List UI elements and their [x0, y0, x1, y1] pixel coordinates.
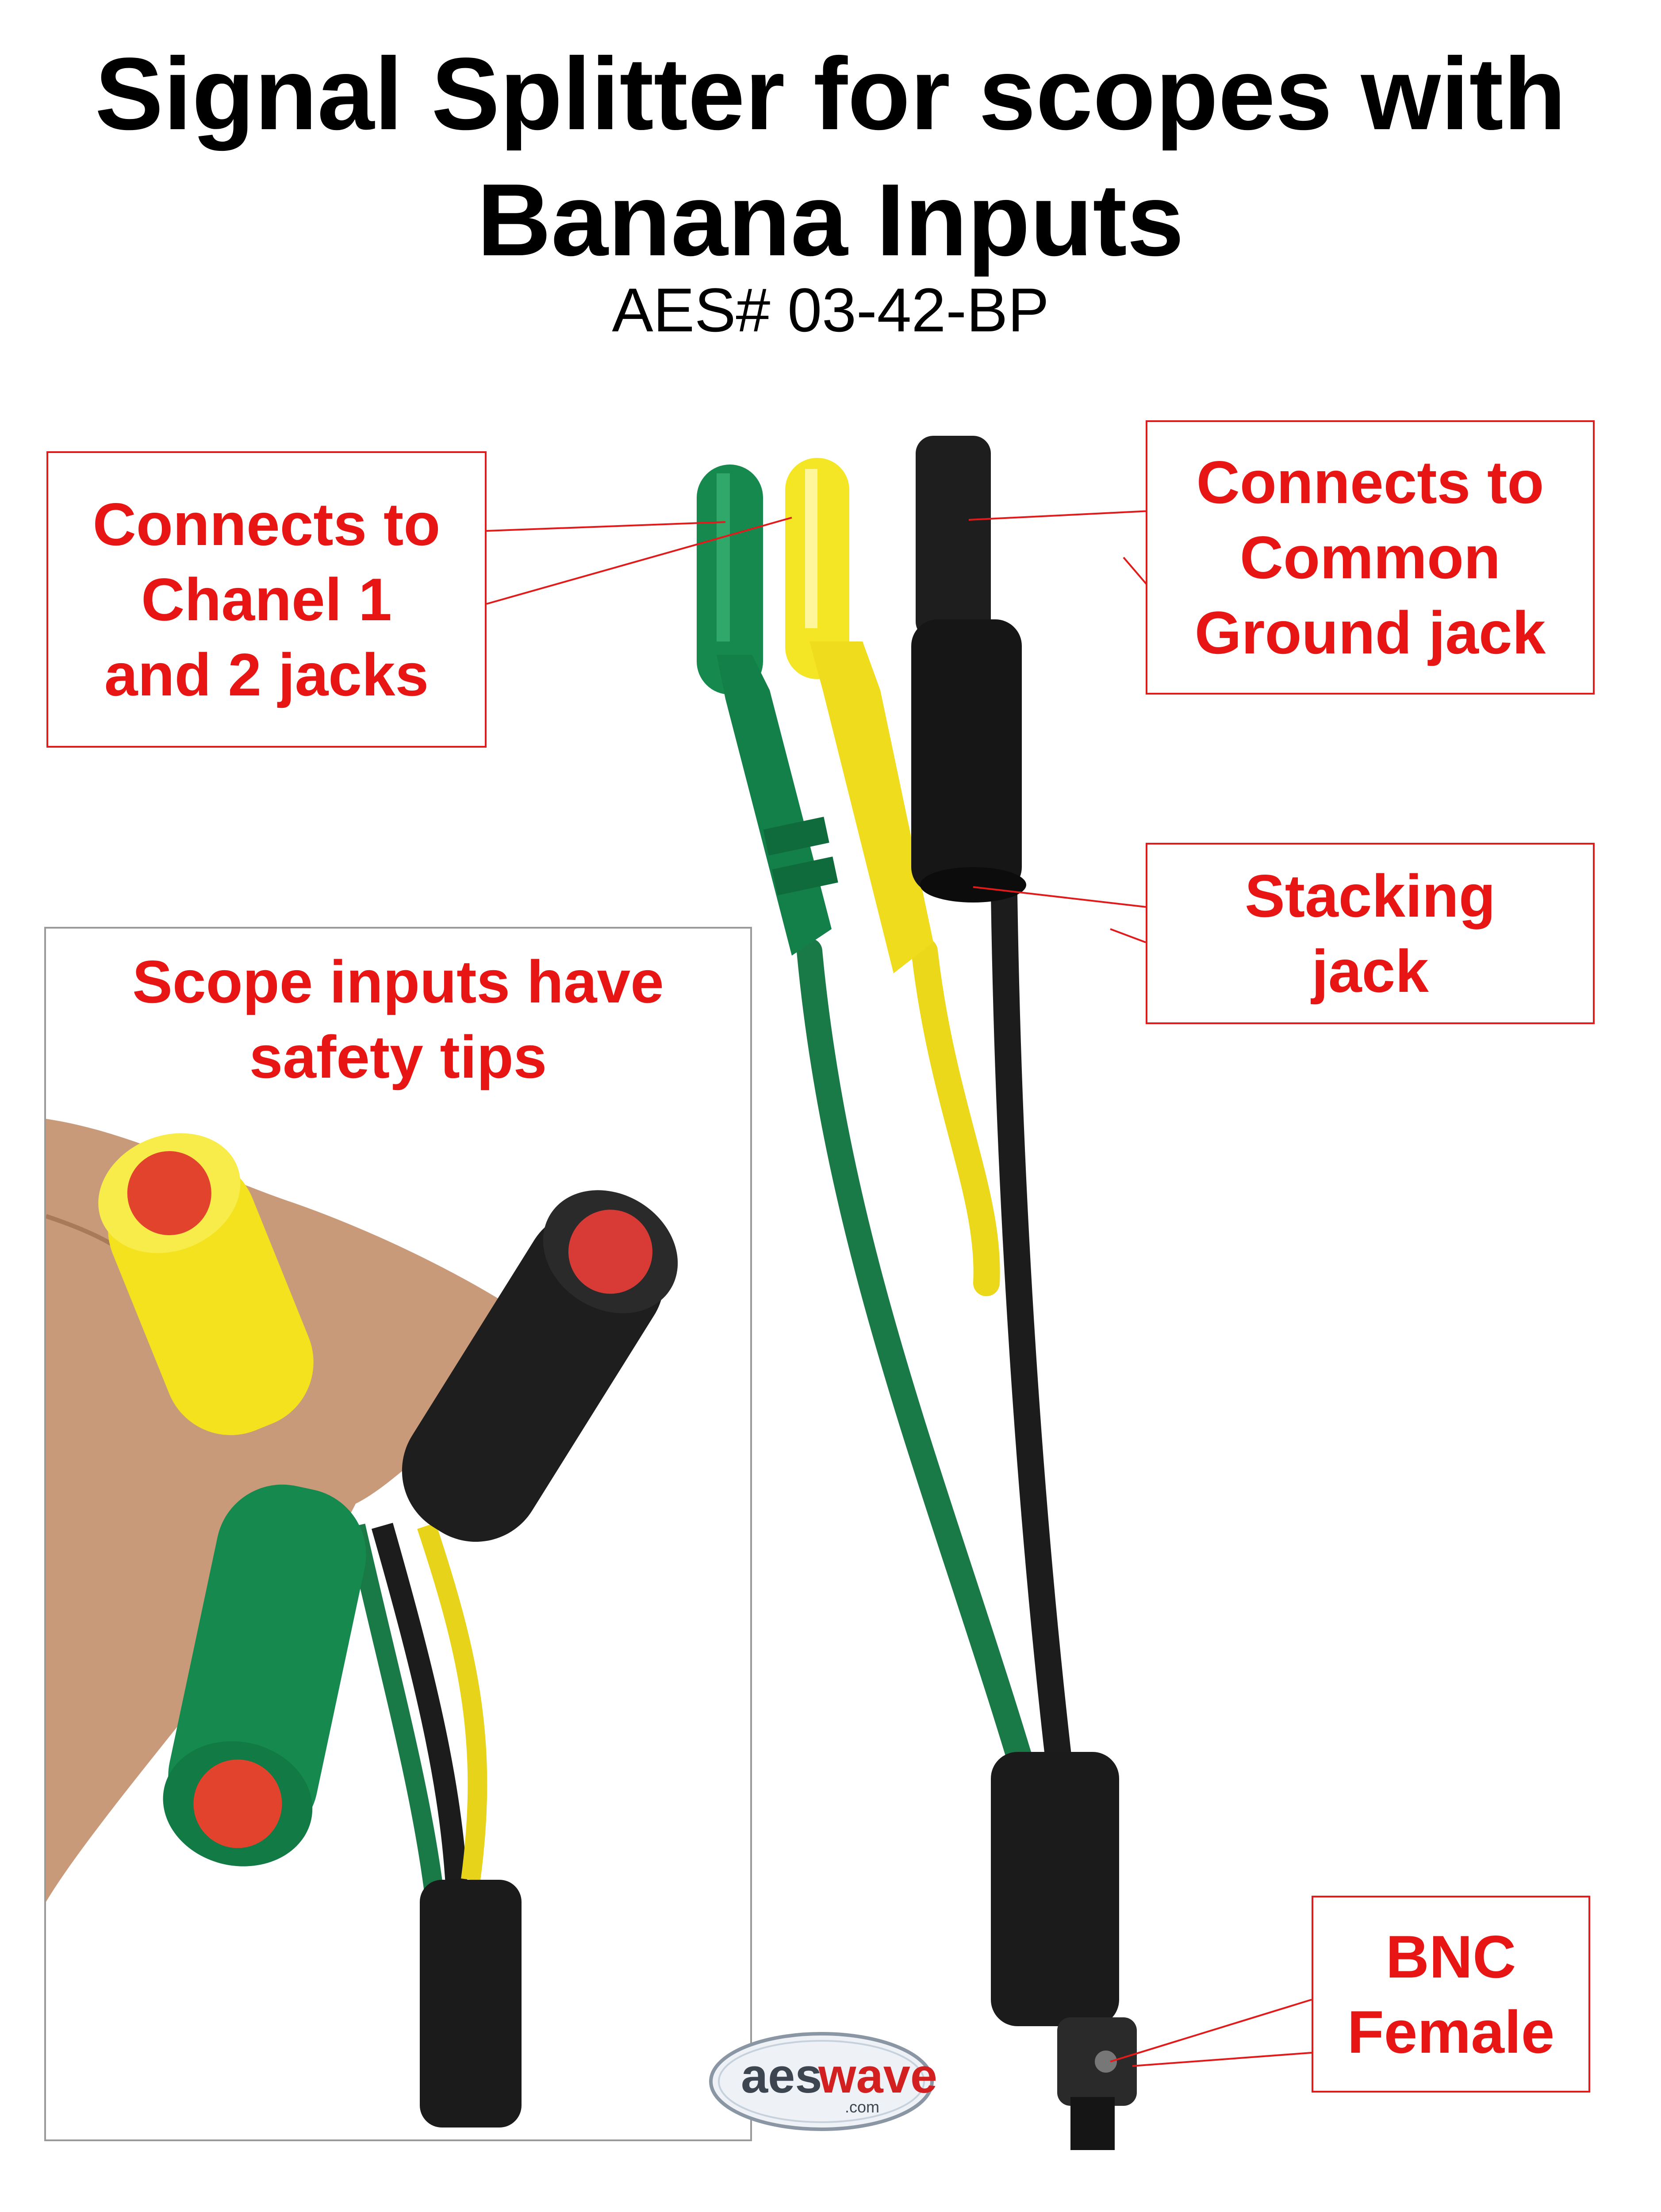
yellow-banana-plug [785, 458, 933, 973]
leader-lines [486, 510, 1312, 2067]
logo-brand-right: wave [818, 2049, 936, 2103]
callout-stacking-jack: Stacking jack [1146, 843, 1595, 1024]
black-wire [991, 880, 1084, 1871]
callout-bnc-female: BNC Female [1312, 1896, 1590, 2093]
inset-safety-tip-yellow [127, 1151, 211, 1236]
callout-channel-jacks: Connects to Chanel 1 and 2 jacks [46, 451, 487, 748]
aeswave-logo: aes wave .com [708, 2031, 937, 2132]
inset-black-wire [371, 1523, 468, 1903]
black-banana-plug [911, 436, 1026, 902]
inset-yellow-wire [417, 1523, 487, 1881]
green-wire [797, 938, 1061, 1871]
inset-yellow-plug [98, 1133, 314, 1435]
inset-bnc [420, 1880, 522, 2128]
logo-badge: aes wave .com [709, 2032, 937, 2131]
yellow-wire [911, 938, 1000, 1296]
callout-common-ground: Connects to Common Ground jack [1146, 420, 1595, 695]
inset-safety-tips-photo: Scope inputs have safety tips [44, 927, 752, 2141]
inset-caption: Scope inputs have safety tips [132, 948, 664, 1091]
title-line-2: Banana Inputs [477, 163, 1184, 277]
bnc-connector [991, 1752, 1137, 2150]
logo-brand-left: aes [741, 2049, 822, 2103]
inset-green-wire [346, 1524, 445, 1903]
inset-safety-tip-green [193, 1759, 282, 1848]
part-number: AES# 03-42-BP [612, 275, 1049, 345]
title-line-1: Signal Splitter for scopes with [95, 37, 1566, 151]
inset-illustration [46, 1119, 678, 2128]
inset-black-plug [402, 1190, 678, 1542]
inset-green-plug [163, 1484, 366, 1866]
page-title: Signal Splitter for scopes with Banana I… [0, 31, 1661, 283]
inset-safety-tip-black [568, 1210, 652, 1294]
logo-domain: .com [845, 2098, 879, 2116]
